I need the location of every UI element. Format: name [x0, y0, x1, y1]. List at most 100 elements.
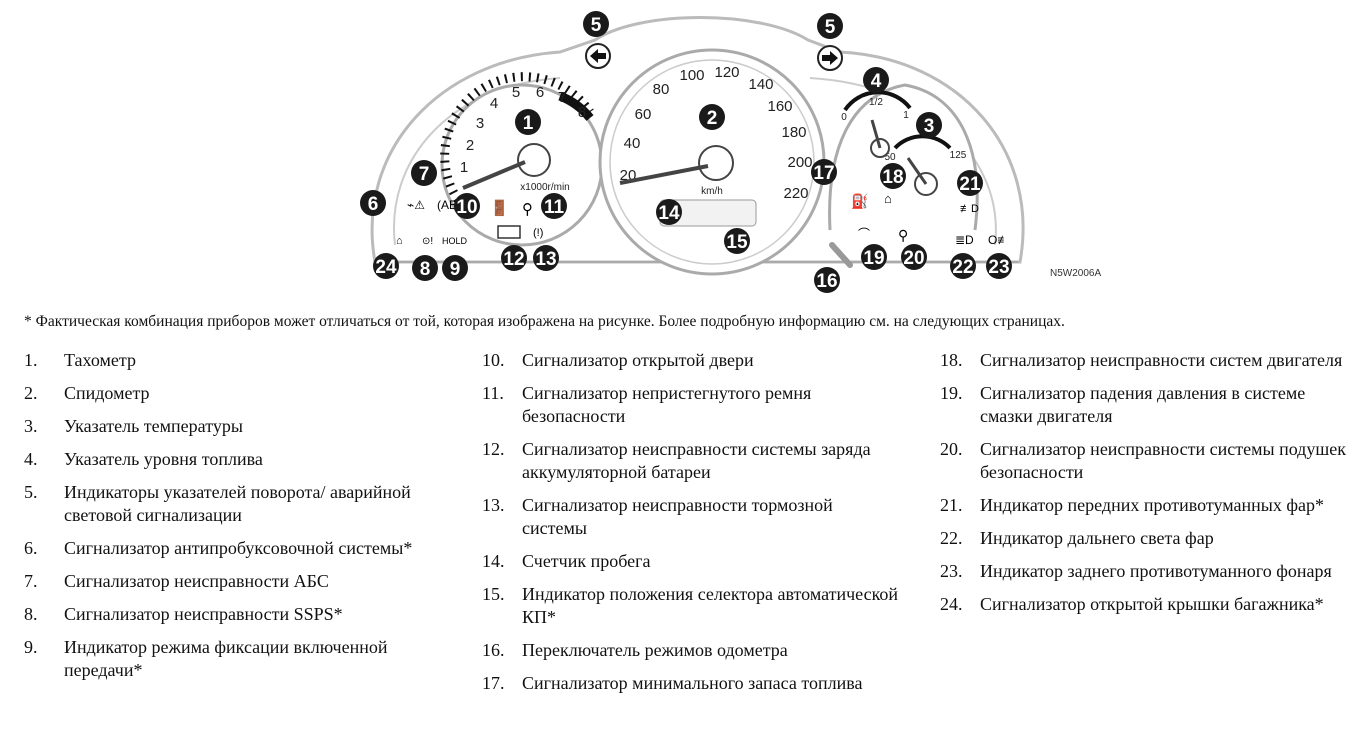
callout-2: 2	[699, 104, 725, 130]
svg-text:24: 24	[375, 257, 397, 278]
hold-indicator: HOLD	[442, 236, 468, 246]
speedo-tick-200: 200	[787, 154, 812, 171]
legend-item-text: Индикатор заднего противотуманного фонар…	[980, 561, 1332, 581]
callout-4: 4	[863, 67, 889, 93]
callout-8: 8	[412, 255, 438, 281]
callout-6: 6	[360, 190, 386, 216]
legend-item-text: Спидометр	[64, 383, 150, 403]
temp-tick-125: 125	[950, 150, 967, 161]
svg-text:4: 4	[871, 71, 882, 92]
legend-item: 6.Сигнализатор антипробуксовочной систем…	[24, 537, 424, 560]
trunk-open-icon: ⌂	[396, 235, 403, 247]
battery-icon	[497, 225, 521, 239]
fuel-tick-1: 1	[903, 110, 909, 121]
legend-item-text: Сигнализатор неисправности систем двигат…	[980, 350, 1343, 370]
callout-23: 23	[986, 253, 1012, 279]
svg-text:3: 3	[924, 116, 935, 137]
svg-text:9: 9	[450, 259, 461, 280]
legend-item-text: Сигнализатор антипробуксовочной системы*	[64, 538, 413, 558]
tacho-unit: x1000r/min	[520, 182, 569, 193]
tacho-tick-2: 2	[466, 137, 474, 154]
legend-item-number: 9.	[24, 637, 38, 657]
callout-7: 7	[411, 160, 437, 186]
callout-18: 18	[880, 163, 906, 189]
tacho-tick-5: 5	[512, 84, 520, 101]
check-engine-icon: ⌂	[884, 191, 892, 206]
fuel-tick-0: 0	[841, 112, 847, 123]
rear-fog-icon: O≢	[988, 233, 1009, 247]
legend-item-number: 16.	[482, 640, 505, 660]
callout-12: 12	[501, 245, 527, 271]
legend-column-1: 1. Тахометр 2. Спидометр 3. Указатель темпера…	[24, 349, 424, 692]
legend-item-number: 5.	[24, 482, 38, 502]
callout-20: 20	[901, 244, 927, 270]
tacho-tick-1: 1	[460, 159, 468, 176]
legend-item: 23. Индикатор заднего противотуманного фо…	[940, 560, 1350, 583]
speedo-tick-120: 120	[714, 64, 739, 81]
tacho-tick-3: 3	[476, 115, 484, 132]
speedo-tick-60: 60	[635, 106, 652, 123]
legend-item-text: Сигнализатор открытой двери	[522, 350, 754, 370]
brake-warning-icon: (!)	[533, 227, 543, 239]
legend-item-text: Сигнализатор минимального запаса топлива	[522, 673, 863, 693]
tacho-tick-4: 4	[490, 95, 498, 112]
legend-item: 12. Сигнализатор неисправности системы за…	[482, 438, 902, 484]
callout-1: 1	[515, 109, 541, 135]
legend-item-text: Указатель температуры	[64, 416, 243, 436]
legend-item-number: 15.	[482, 584, 505, 604]
ssps-warning-icon: ⊙!	[422, 236, 433, 247]
svg-text:1: 1	[523, 113, 534, 134]
callout-5-left: 5	[583, 11, 609, 37]
legend-item-number: 19.	[940, 383, 963, 403]
legend-item-number: 2.	[24, 383, 38, 403]
legend-item-text: Сигнализатор неисправности системы заряд…	[522, 439, 871, 482]
svg-text:11: 11	[544, 197, 565, 218]
legend-column-2: 10. Сигнализатор открытой двери 11.Сигнали…	[482, 349, 902, 705]
legend-item-number: 1.	[24, 350, 38, 370]
speedo-unit: km/h	[701, 186, 723, 197]
legend-item: 18.Сигнализатор неисправности систем дви…	[940, 349, 1350, 372]
callout-22: 22	[950, 253, 976, 279]
svg-text:7: 7	[419, 164, 430, 185]
legend-item-number: 14.	[482, 551, 505, 571]
legend-item-text: Индикатор передних противотуманных фар*	[980, 495, 1325, 515]
legend-item: 11.Сигнализатор непристегнутого ремня бе…	[482, 382, 902, 428]
svg-text:23: 23	[988, 257, 1009, 278]
svg-text:14: 14	[658, 203, 680, 224]
legend-item-number: 22.	[940, 528, 963, 548]
legend-item-number: 17.	[482, 673, 505, 693]
callout-15: 15	[724, 228, 750, 254]
legend-item-number: 3.	[24, 416, 38, 436]
legend-item: 5.Индикаторы указателей поворота/ аварий…	[24, 481, 424, 527]
legend-item-number: 23.	[940, 561, 963, 581]
legend-item-text: Индикатор дальнего света фар	[980, 528, 1214, 548]
speedo-tick-220: 220	[783, 185, 808, 202]
speedo-tick-140: 140	[748, 76, 773, 93]
right-arrow-icon	[822, 51, 838, 65]
legend-item: 3. Указатель температуры	[24, 415, 424, 438]
callout-10: 10	[454, 193, 480, 219]
svg-text:13: 13	[535, 249, 556, 270]
legend-item: 19. Сигнализатор падения давления в систе…	[940, 382, 1350, 428]
legend-item-number: 20.	[940, 439, 963, 459]
legend-item-text: Сигнализатор неисправности системы подуш…	[980, 439, 1346, 482]
tacho-tick-8: 8	[578, 104, 586, 121]
svg-text:15: 15	[726, 232, 748, 253]
svg-text:19: 19	[863, 248, 884, 269]
callout-9: 9	[442, 255, 468, 281]
legend-item: 13.Сигнализатор неисправности тормозной …	[482, 494, 902, 540]
legend-item-text: Тахометр	[64, 350, 136, 370]
callout-21: 21	[957, 170, 983, 196]
cluster-housing	[370, 16, 1025, 264]
legend-item-number: 12.	[482, 439, 505, 459]
legend-item-text: Сигнализатор падения давления в системе …	[980, 383, 1306, 426]
legend-item-text: Индикатор режима фиксации включенной пер…	[64, 637, 388, 680]
legend-item-text: Сигнализатор неисправности SSPS*	[64, 604, 343, 624]
legend-item-number: 10.	[482, 350, 505, 370]
legend-item: 8.Сигнализатор неисправности SSPS*	[24, 603, 424, 626]
warning-indicators: ⌁⚠ (ABS) 🚪 ⚲ (!) ⌂ ⊙! HOLD ⛽ ⌂ ⌒ ⚲ ≢D ≣D…	[396, 191, 1009, 268]
callout-5-right: 5	[817, 13, 843, 39]
speedo-tick-40: 40	[624, 135, 641, 152]
front-fog-icon: ≢D	[960, 203, 979, 215]
low-fuel-icon: ⛽	[851, 193, 868, 210]
